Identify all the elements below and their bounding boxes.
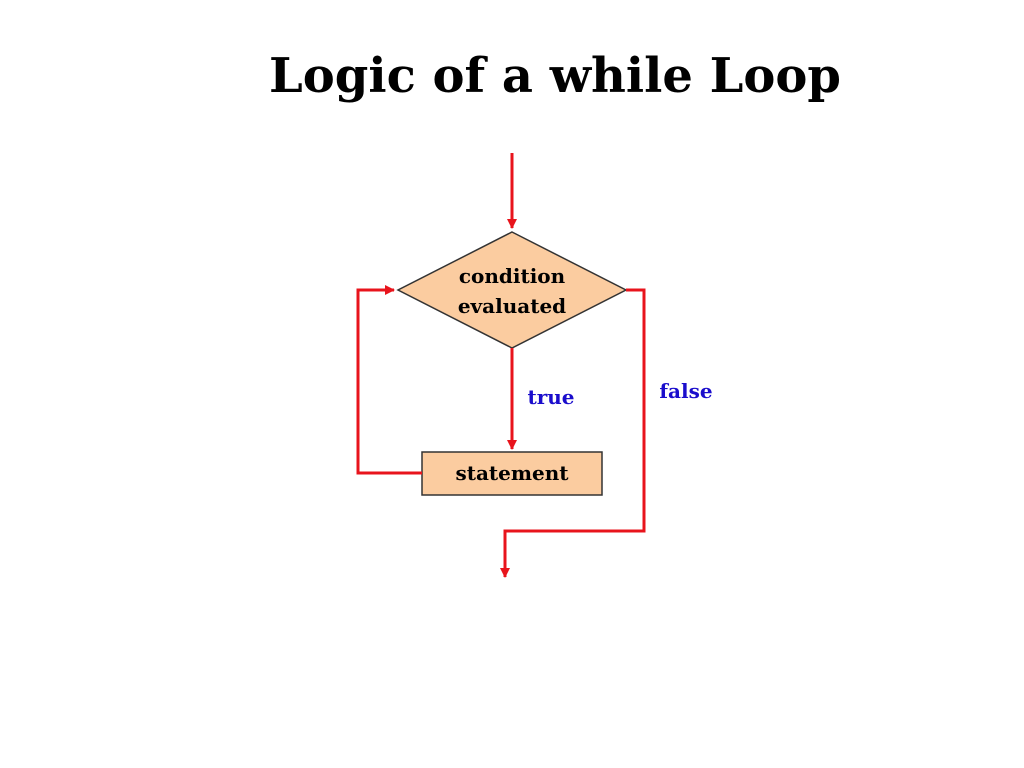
statement-label: statement <box>455 461 569 485</box>
page-title: Logic of a while Loop <box>269 48 841 104</box>
decision-label-line2: evaluated <box>458 294 566 318</box>
decision-diamond <box>396 231 628 349</box>
statement-box <box>421 451 603 496</box>
true-label: true <box>527 385 574 409</box>
loop-back-arrow <box>356 285 422 475</box>
decision-label-line1: condition <box>459 264 566 288</box>
false-label: false <box>659 379 712 403</box>
false-exit-arrow <box>500 288 646 578</box>
